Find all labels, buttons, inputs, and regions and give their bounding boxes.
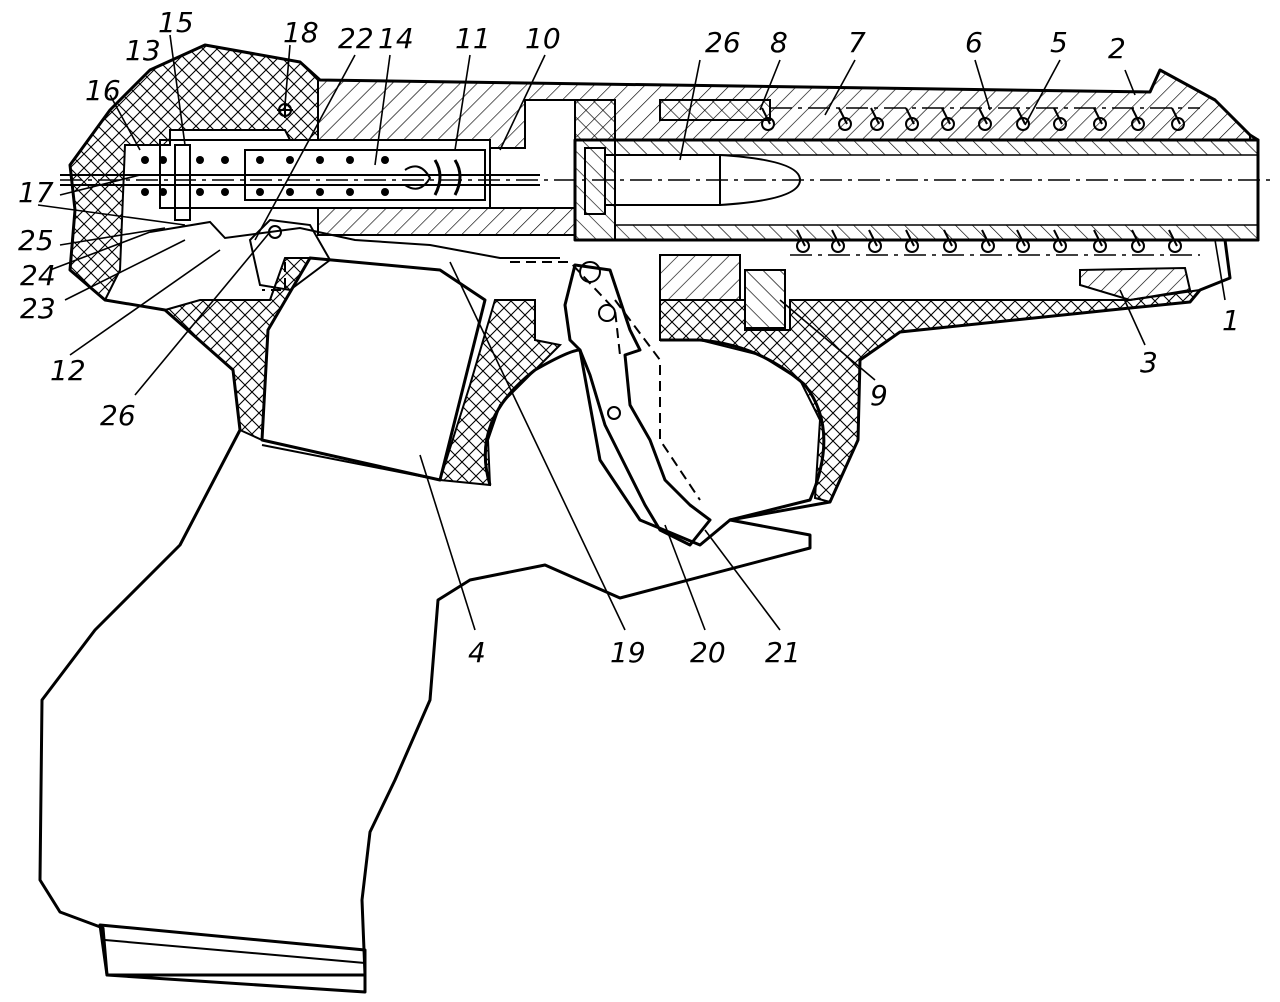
spring-coil-stroke bbox=[870, 107, 880, 125]
mainspring-coil bbox=[159, 188, 167, 196]
spring-coil-stroke bbox=[1171, 107, 1181, 125]
callout-1: 1 bbox=[1222, 304, 1240, 337]
callout-13: 13 bbox=[125, 34, 161, 67]
magazine-well bbox=[260, 256, 487, 482]
leader-lines bbox=[37, 34, 1226, 631]
callout-8: 8 bbox=[770, 26, 788, 59]
mainspring-coil bbox=[196, 188, 204, 196]
spring-coil-stroke bbox=[978, 107, 988, 125]
callout-24: 24 bbox=[20, 259, 56, 292]
spring-coil-stroke bbox=[1093, 229, 1103, 247]
mainspring-coil bbox=[256, 188, 264, 196]
mainspring-coil bbox=[221, 156, 229, 164]
callout-12: 12 bbox=[50, 354, 86, 387]
spring-coil-stroke bbox=[796, 229, 806, 247]
mainspring-coil bbox=[316, 156, 324, 164]
callout-25: 25 bbox=[18, 224, 54, 257]
callout-10: 10 bbox=[525, 22, 561, 55]
mainspring-coil bbox=[381, 156, 389, 164]
callout-19: 19 bbox=[610, 636, 646, 669]
mainspring-coil bbox=[286, 156, 294, 164]
callout-18: 18 bbox=[283, 16, 319, 49]
mainspring-coil bbox=[286, 188, 294, 196]
mainspring-coil bbox=[221, 188, 229, 196]
spring-coil-stroke bbox=[831, 229, 841, 247]
mainspring-coil bbox=[316, 188, 324, 196]
callout-21: 21 bbox=[765, 636, 801, 669]
spring-coil-stroke bbox=[943, 229, 953, 247]
spring-coil-stroke bbox=[905, 107, 915, 125]
callout-labels: 1 2 3 4 5 6 7 8 9 10 11 12 13 14 15 16 1… bbox=[18, 6, 1240, 669]
mainspring-coil bbox=[346, 156, 354, 164]
mainspring-coil bbox=[141, 188, 149, 196]
spring-coil-stroke bbox=[1093, 107, 1103, 125]
spring-coil-stroke bbox=[1053, 107, 1063, 125]
spring-coil-stroke bbox=[981, 229, 991, 247]
callout-26-breech: 26 bbox=[705, 26, 741, 59]
slide-section bbox=[317, 68, 1251, 329]
mainspring-coil bbox=[346, 188, 354, 196]
callout-16: 16 bbox=[85, 74, 121, 107]
spring-coil-stroke bbox=[905, 229, 915, 247]
firing-pin-spring-coil bbox=[453, 159, 462, 196]
mainspring-coil bbox=[159, 156, 167, 164]
callout-9: 9 bbox=[870, 379, 888, 412]
spring-coil-stroke bbox=[1016, 107, 1026, 125]
magazine-baseplate bbox=[98, 923, 367, 994]
callout-23: 23 bbox=[20, 292, 56, 325]
spring-coil-stroke bbox=[1016, 229, 1026, 247]
mainspring-coil bbox=[256, 156, 264, 164]
callout-22: 22 bbox=[338, 22, 374, 55]
callout-14: 14 bbox=[378, 22, 414, 55]
trigger-guard bbox=[483, 338, 826, 547]
recoil-spring bbox=[761, 107, 1200, 256]
callout-2: 2 bbox=[1108, 32, 1126, 65]
callout-4: 4 bbox=[468, 636, 486, 669]
callout-6: 6 bbox=[965, 26, 983, 59]
callout-11: 11 bbox=[455, 22, 491, 55]
callout-5: 5 bbox=[1050, 26, 1068, 59]
callout-17: 17 bbox=[18, 176, 54, 209]
callout-3: 3 bbox=[1140, 346, 1158, 379]
cartridge bbox=[584, 147, 802, 215]
mainspring-coil bbox=[381, 188, 389, 196]
callout-15: 15 bbox=[158, 6, 194, 39]
callout-7: 7 bbox=[848, 26, 866, 59]
spring-coil-stroke bbox=[761, 107, 771, 125]
spring-coil-stroke bbox=[941, 107, 951, 125]
spring-coil-stroke bbox=[1168, 229, 1178, 247]
mainspring-coil bbox=[141, 156, 149, 164]
spring-coil-stroke bbox=[1131, 107, 1141, 125]
firing-pin-spring-coil bbox=[433, 159, 442, 196]
frame-section-hatching bbox=[68, 43, 1203, 504]
spring-coil-stroke bbox=[838, 107, 848, 125]
callout-26-frame: 26 bbox=[100, 399, 136, 432]
mainspring-coil bbox=[196, 156, 204, 164]
spring-coil-stroke bbox=[1053, 229, 1063, 247]
spring-coil-stroke bbox=[1131, 229, 1141, 247]
callout-20: 20 bbox=[690, 636, 726, 669]
spring-coil-stroke bbox=[868, 229, 878, 247]
